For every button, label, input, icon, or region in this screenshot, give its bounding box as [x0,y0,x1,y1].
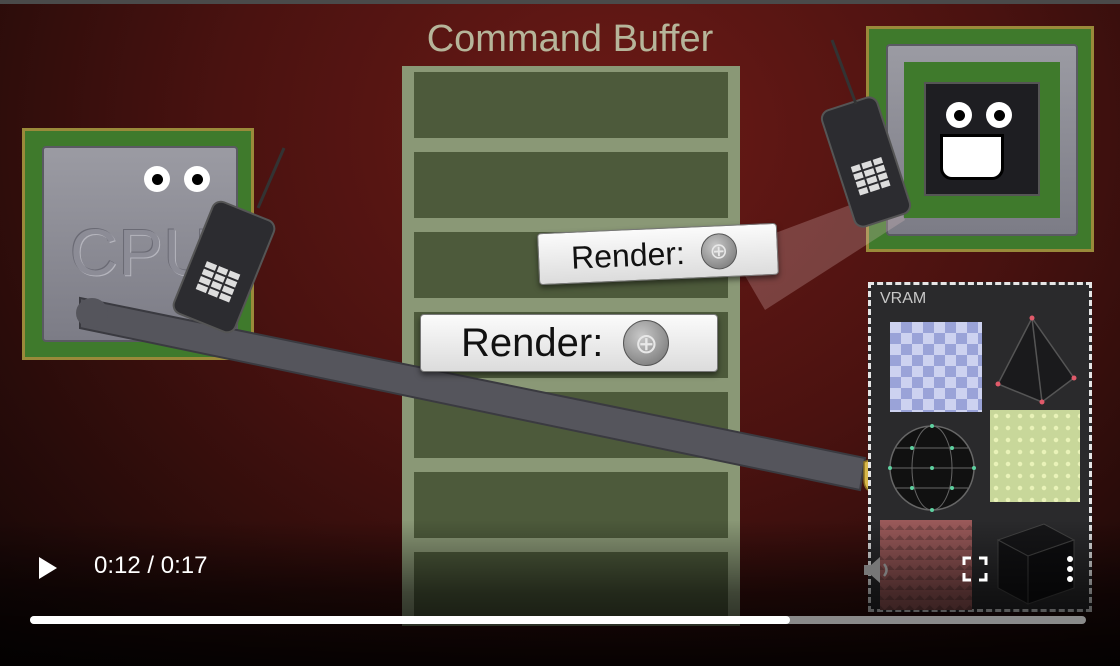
fullscreen-icon [962,556,988,582]
gpu-phone-antenna [830,39,858,105]
controls-gradient [0,520,1120,666]
time-separator: / [147,552,155,579]
play-button[interactable] [28,546,68,590]
more-options-button[interactable] [1054,548,1086,590]
progress-fill [30,616,791,624]
time-display: 0:12 / 0:17 [94,552,207,580]
mute-button[interactable] [858,550,898,590]
gpu-mouth [940,134,1004,180]
globe-icon: ⊕ [623,320,670,366]
gpu-eye-right [986,102,1012,128]
render-card-label: Render: [570,234,686,276]
cpu-eye-right [184,166,210,192]
pyramid-mesh-icon [995,315,1077,405]
buffer-slot [414,72,728,138]
progress-bar[interactable] [30,616,1086,624]
fullscreen-button[interactable] [954,548,996,590]
vram-label: VRAM [880,290,927,307]
render-command-card-moving: Render: ⊕ [536,222,780,286]
more-vert-icon [1067,556,1073,582]
duration: 0:17 [160,552,208,579]
render-card-label: Render: [461,320,604,365]
dotted-texture-icon [990,410,1080,502]
play-icon [39,557,57,579]
top-border [0,0,1120,4]
checker-texture-icon [890,322,982,412]
sphere-mesh-icon [888,424,976,512]
command-buffer-title: Command Buffer [426,18,714,60]
volume-icon [864,557,888,583]
current-time: 0:12 [94,552,141,579]
gpu-eye-left [946,102,972,128]
cpu-arm [76,296,867,492]
render-command-card: Render: ⊕ [420,314,718,372]
cpu-eye-left [144,166,170,192]
buffer-slot [414,152,728,218]
cpu-phone-antenna [256,147,286,209]
globe-icon: ⊕ [700,232,738,271]
